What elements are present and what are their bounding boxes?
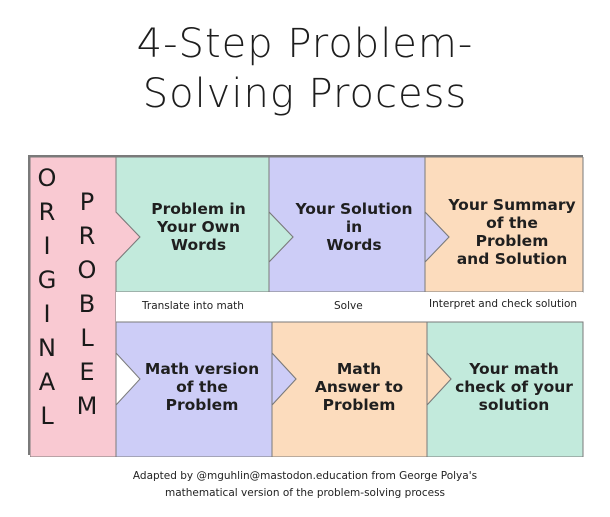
arrow-tip-2	[424, 210, 450, 264]
vertical-letter: A	[38, 368, 56, 396]
middle-row-band	[116, 292, 583, 322]
title-line-2: Solving Process	[142, 71, 468, 117]
transition-translate: Translate into math	[142, 300, 244, 312]
vertical-letter: L	[80, 324, 94, 352]
vertical-letter: R	[78, 222, 96, 250]
credit-line-2: mathematical version of the problem-solv…	[164, 487, 446, 499]
step-label-solution-words: Your Solution in Words	[295, 200, 413, 254]
step-label-own-words: Problem in Your Own Words	[151, 200, 246, 254]
vertical-letter: I	[43, 300, 51, 328]
arrow-tip-4	[426, 351, 452, 407]
vertical-letter: B	[78, 290, 96, 318]
vertical-letter: P	[79, 188, 95, 216]
transition-interpret: Interpret and check solution	[429, 298, 578, 310]
credit-line-1: Adapted by @mguhlin@mastodon.education f…	[132, 470, 478, 482]
step-label-math-check: Your math check of your solution	[455, 360, 573, 414]
vertical-letter: I	[43, 232, 51, 260]
diagram-shapes	[30, 157, 584, 457]
vertical-letter: E	[79, 358, 95, 386]
title-line-1: 4-Step Problem-	[136, 21, 474, 67]
step-label-math-answer: Math Answer to Problem	[314, 360, 404, 414]
vertical-letter: O	[37, 164, 57, 192]
vertical-letter: L	[40, 402, 54, 430]
vertical-letter: G	[37, 266, 57, 294]
arrow-tip-3	[271, 351, 297, 407]
transition-solve: Solve	[334, 300, 363, 312]
vertical-letter: O	[77, 256, 97, 284]
vertical-letter: N	[38, 334, 56, 362]
arrow-tip-1	[268, 210, 294, 264]
vertical-letter: M	[76, 392, 98, 420]
step-label-math-version: Math version of the Problem	[144, 360, 260, 414]
vertical-letter: R	[38, 198, 56, 226]
step-label-summary: Your Summary of the Problem and Solution	[448, 196, 576, 268]
